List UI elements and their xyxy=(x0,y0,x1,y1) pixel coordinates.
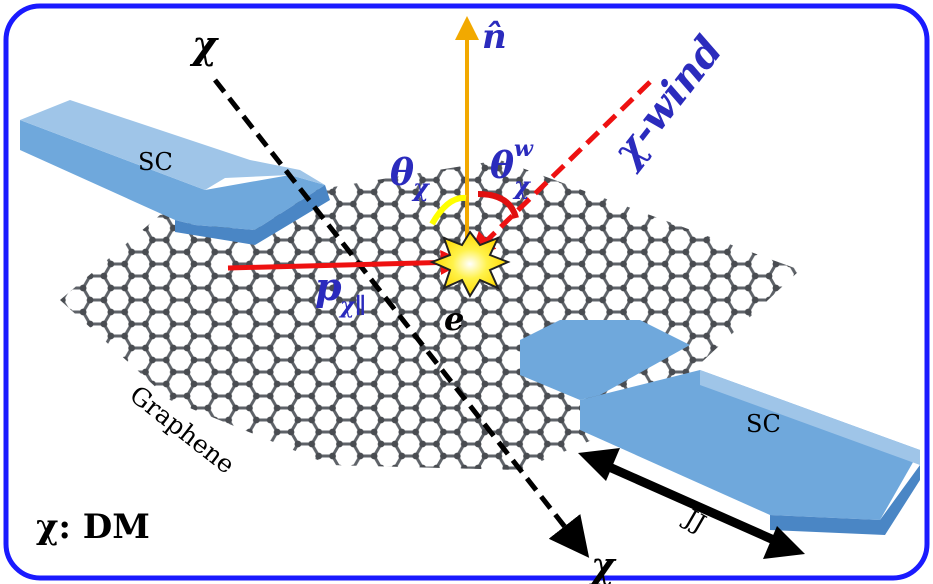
dm-legend: χ: DM xyxy=(36,507,150,547)
svg-text:p: p xyxy=(315,264,342,309)
svg-text:w: w xyxy=(514,136,534,162)
svg-text:χ: χ xyxy=(411,173,430,202)
svg-text:θ: θ xyxy=(490,145,514,187)
jj-double-arrow xyxy=(578,448,805,559)
theta-chi-label: θ χ xyxy=(390,152,430,202)
normal-vector-label: n̂ xyxy=(482,17,507,57)
momentum-parallel-arrow xyxy=(227,249,466,275)
sc-left-label: SC xyxy=(138,148,173,176)
chi-top-label: χ xyxy=(189,22,219,67)
dm-trajectory-arrow xyxy=(213,78,590,558)
theta-chi-angle-arc xyxy=(429,194,467,226)
momentum-label: p χ∥ xyxy=(315,264,366,319)
chi-bottom-label: χ xyxy=(588,545,617,584)
superconductor-right xyxy=(520,320,920,535)
sc-right-label: SC xyxy=(746,410,781,438)
collision-flash-icon xyxy=(429,230,511,299)
svg-text:χ∥: χ∥ xyxy=(338,293,366,319)
svg-text:χ: χ xyxy=(512,171,531,200)
svg-text:θ: θ xyxy=(390,152,414,194)
theta-wind-angle-arc xyxy=(477,191,519,219)
electron-label: e xyxy=(444,300,464,338)
theta-wind-label: θ w χ xyxy=(490,136,534,200)
superconductor-left xyxy=(20,100,330,245)
dm-wind-arrow xyxy=(469,80,652,258)
